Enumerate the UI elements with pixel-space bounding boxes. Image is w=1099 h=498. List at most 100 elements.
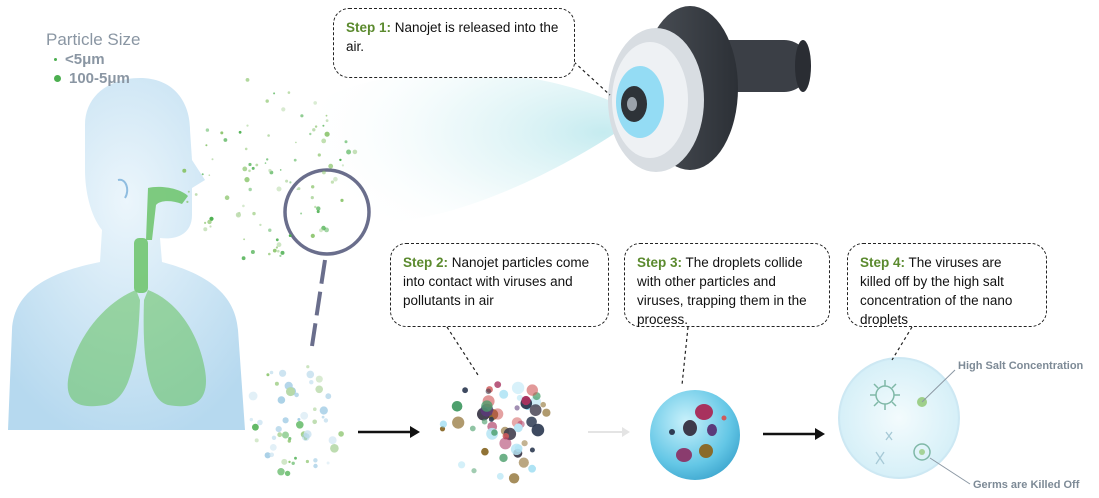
trapping-droplet [650, 390, 740, 480]
particle-dot [499, 437, 512, 450]
particle-dot [265, 99, 269, 103]
particle-dot [338, 431, 344, 437]
particle-dot [294, 456, 297, 460]
legend-item-small: <5μm [54, 50, 140, 69]
particle-dot [485, 388, 492, 395]
particle-dot [325, 114, 328, 117]
particle-dot [211, 158, 214, 161]
particle-dot [244, 177, 250, 183]
particle-dot [317, 153, 321, 157]
particle-dot [201, 173, 204, 176]
particle-dot [521, 440, 528, 447]
particle-dot [288, 460, 291, 464]
particle-size-legend: Particle Size <5μm 100-5μm [46, 30, 140, 88]
particle-dot [326, 461, 330, 465]
particle-dot [306, 370, 315, 379]
particle-dot [277, 249, 280, 253]
particle-dot [316, 206, 321, 211]
particle-dot [266, 373, 270, 377]
particle-dot [266, 158, 269, 161]
callout-step-4: Step 4: The viruses are killed off by th… [847, 243, 1047, 327]
particle-dot [540, 401, 546, 408]
particle-dot [311, 185, 315, 189]
particle-dot [235, 212, 241, 218]
particle-dot [542, 408, 551, 417]
particle-dot [333, 176, 338, 182]
particle-dot [286, 387, 295, 397]
particle-dot [268, 252, 271, 256]
mist-spray [278, 71, 620, 224]
particle-dot [314, 125, 318, 128]
particle-cloud-air [182, 78, 358, 261]
particle-dot [321, 138, 327, 144]
salt-droplet [838, 357, 971, 485]
particle-dot [481, 418, 488, 425]
particle-dot [328, 436, 337, 445]
step-3-text: The droplets collide with other particle… [637, 255, 807, 327]
particle-dot [259, 223, 262, 227]
particle-dot [277, 468, 285, 476]
particle-dot [526, 416, 537, 428]
callout-step-3: Step 3: The droplets collide with other … [624, 243, 830, 327]
particle-dot [288, 234, 292, 238]
particle-dot [267, 134, 270, 137]
particle-dot [275, 246, 278, 249]
particle-dot [251, 166, 255, 170]
particle-dot [194, 193, 198, 196]
particle-dot [287, 91, 291, 94]
particle-dot [207, 219, 212, 225]
particle-dot [294, 392, 299, 398]
particle-dot [297, 187, 301, 191]
particle-dot [244, 147, 248, 151]
particle-dot [284, 470, 291, 477]
particle-dot [514, 405, 520, 411]
airway-and-lungs [67, 186, 206, 407]
particle-dot [274, 381, 279, 386]
particle-dot [518, 457, 529, 468]
particle-dot [529, 404, 542, 416]
particle-dot [344, 140, 348, 144]
step-2-label: Step 2: [403, 255, 449, 270]
large-particle-dot-icon [54, 75, 61, 82]
particle-dot [471, 468, 477, 474]
particle-cluster-initial [248, 365, 344, 477]
particle-dot [322, 124, 325, 127]
particle-dot [275, 426, 282, 433]
particle-dot [295, 141, 297, 144]
particle-dot [312, 128, 316, 132]
particle-dot [276, 242, 282, 248]
particle-dot [264, 162, 267, 164]
particle-dot [325, 393, 332, 400]
particle-dot [469, 425, 476, 432]
particle-dot [245, 78, 250, 82]
particle-dot [271, 435, 277, 440]
legend-item-large: 100-5μm [54, 69, 140, 88]
particle-dot [313, 101, 318, 105]
particle-dot [224, 195, 230, 200]
particle-dot [279, 369, 287, 377]
particle-dot [203, 227, 208, 232]
particle-dot [248, 169, 251, 173]
particle-dot [186, 200, 189, 203]
particle-dot [249, 417, 253, 422]
particle-dot [511, 381, 525, 395]
step-1-label: Step 1: [346, 20, 392, 35]
particle-dot [325, 119, 329, 122]
particle-dot [529, 447, 535, 453]
particle-dot [269, 444, 277, 451]
particle-dot [494, 381, 502, 388]
particle-dot [269, 452, 275, 458]
particle-dot [208, 174, 211, 176]
particle-dot [516, 394, 523, 401]
particle-dot [313, 463, 318, 469]
particle-dot [481, 400, 493, 412]
particle-dot [315, 375, 323, 383]
particle-dot [340, 198, 344, 202]
particle-dot [315, 385, 324, 394]
particle-dot [300, 212, 303, 215]
magnifier-lens [283, 168, 371, 347]
particle-dot [268, 228, 272, 232]
germs-killed-annotation: Germs are Killed Off [973, 479, 1080, 491]
particle-dot [246, 124, 249, 127]
